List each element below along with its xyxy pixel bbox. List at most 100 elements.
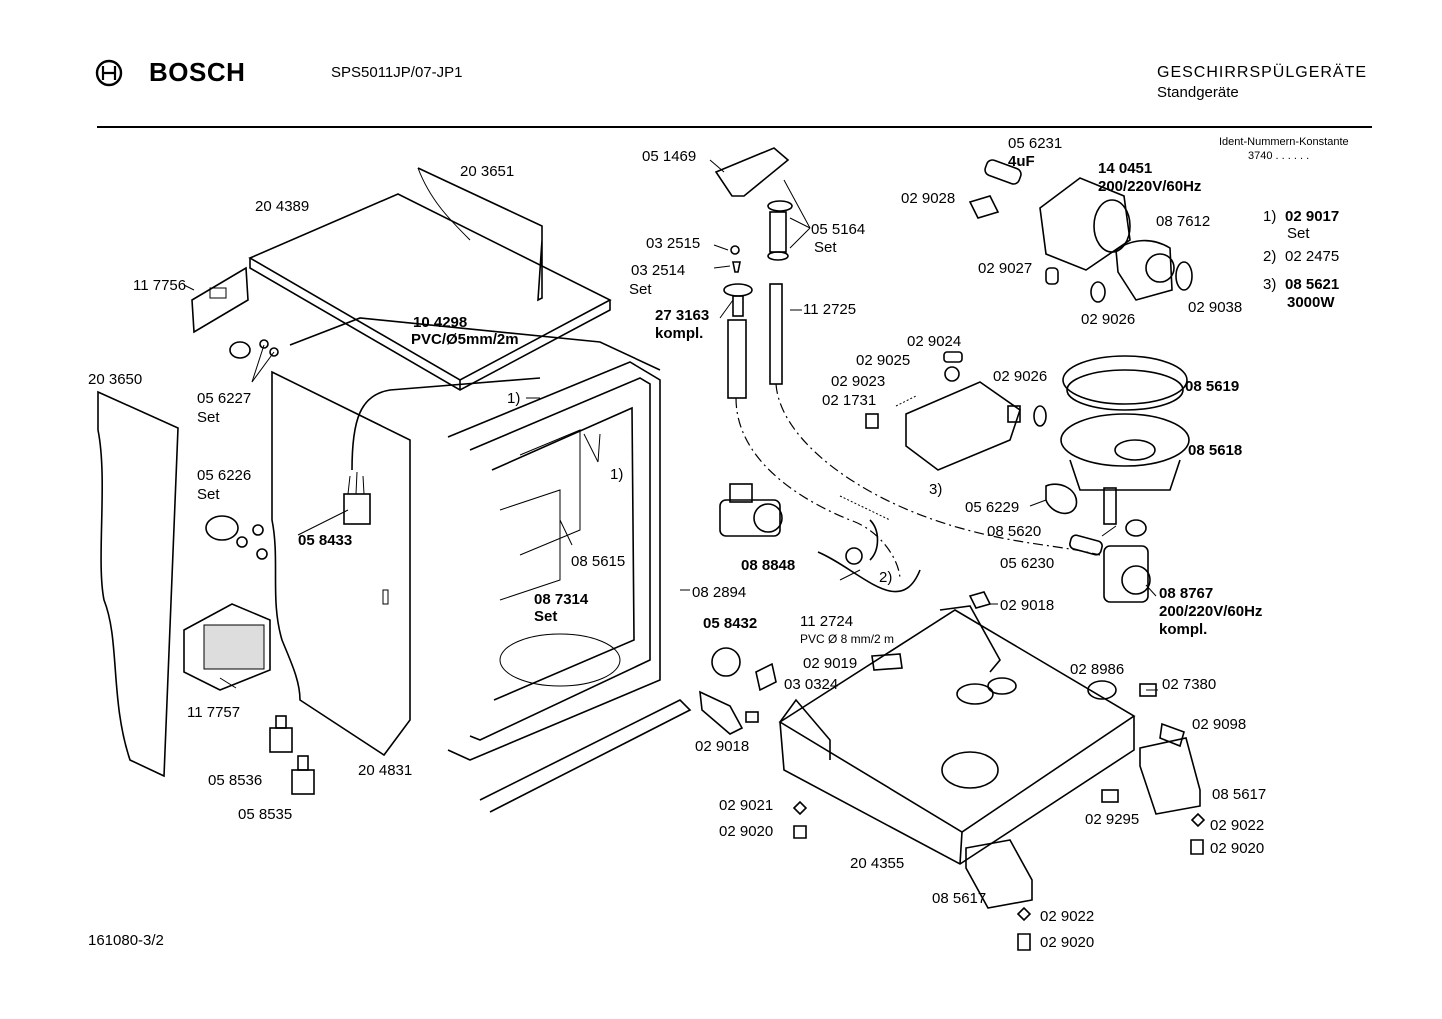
part-label: 05 5164: [811, 221, 866, 238]
category-title: GESCHIRRSPÜLGERÄTE: [1157, 64, 1368, 81]
part-label: 20 4355: [850, 855, 905, 872]
footnote-part: 02 9017: [1285, 208, 1340, 225]
part-label: 02 9018: [1000, 597, 1055, 614]
part-label: kompl.: [655, 325, 704, 342]
part-label: 08 5620: [987, 523, 1042, 540]
part-label: 1): [610, 466, 624, 483]
inlet-parts: [714, 147, 793, 399]
part-label: Set: [629, 281, 652, 298]
ident-value: 3740 . . . . . .: [1248, 150, 1310, 162]
part-label: 11 2724: [800, 613, 854, 630]
part-label: 14 0451: [1098, 160, 1153, 177]
bosch-logo-icon: [94, 58, 124, 93]
part-label: 05 8433: [298, 532, 353, 549]
part-label: Set: [197, 486, 220, 503]
part-label: 02 9295: [1085, 811, 1140, 828]
part-label: 05 6231: [1008, 135, 1063, 152]
part-label: 05 8432: [703, 615, 758, 632]
hinge-bracket-part: [191, 266, 249, 334]
footnote-mark: 2): [1263, 248, 1277, 265]
part-label: 11 2725: [803, 301, 857, 318]
part-label: 08 8848: [741, 557, 796, 574]
part-label: 200/220V/60Hz: [1098, 178, 1202, 195]
part-label: Set: [534, 608, 558, 625]
part-label: 02 9027: [978, 260, 1033, 277]
part-label: 02 9018: [695, 738, 750, 755]
pump-part: [865, 351, 1151, 603]
part-label: 02 9028: [901, 190, 956, 207]
part-label: 02 9022: [1210, 817, 1265, 834]
part-label: 08 8767: [1159, 585, 1214, 602]
part-label: 02 1731: [822, 392, 877, 409]
model-number: SPS5011JP/07-JP1: [331, 64, 463, 81]
part-label: 02 9024: [907, 333, 962, 350]
hose-part: [351, 377, 541, 471]
part-label: 05 8536: [208, 772, 263, 789]
insulation-block-part: [183, 603, 271, 691]
tub-frame-part: [289, 317, 692, 813]
part-label: 08 2894: [692, 584, 747, 601]
part-label: 02 7380: [1162, 676, 1217, 693]
capacitor-part: [343, 471, 371, 525]
part-label: 200/220V/60Hz: [1159, 603, 1263, 620]
part-label: 08 5618: [1188, 442, 1243, 459]
part-label: 20 3650: [88, 371, 143, 388]
footnote-note: Set: [1287, 225, 1310, 242]
part-label: 08 7314: [534, 591, 589, 608]
hose-route-line: [735, 397, 901, 581]
part-label: 05 6226: [197, 467, 252, 484]
part-label: 02 9098: [1192, 716, 1247, 733]
part-label: 03 2514: [631, 262, 686, 279]
part-label: 08 7612: [1156, 213, 1211, 230]
drain-hose-part: [817, 495, 921, 593]
footnote-note: 3000W: [1287, 294, 1335, 311]
sump-small-parts: [699, 647, 777, 735]
base-tray-part: [778, 605, 1136, 865]
part-label: 11 7756: [133, 277, 187, 294]
part-label: 02 9023: [831, 373, 886, 390]
part-label: 27 3163: [655, 307, 710, 324]
part-label: Set: [814, 239, 837, 256]
part-label: 08 5619: [1185, 378, 1240, 395]
ident-title: Ident-Nummern-Konstante: [1219, 136, 1349, 148]
part-label: 20 4389: [255, 198, 310, 215]
part-label: 2): [879, 569, 893, 586]
part-label: 02 8986: [1070, 661, 1125, 678]
part-label: 3): [929, 481, 943, 498]
category-subtitle: Standgeräte: [1157, 84, 1239, 101]
part-label: 02 9025: [856, 352, 911, 369]
part-label: 02 9026: [993, 368, 1048, 385]
part-label: 05 8535: [238, 806, 293, 823]
part-label: 1): [507, 390, 521, 407]
clamp-part: [205, 339, 279, 560]
part-label: 20 4831: [358, 762, 413, 779]
drawing-number: 161080-3/2: [88, 932, 164, 949]
part-label: 02 9026: [1081, 311, 1136, 328]
part-label: 4uF: [1008, 153, 1035, 170]
part-label: 02 9020: [1210, 840, 1265, 857]
footnote-mark: 3): [1263, 276, 1277, 293]
motor-part: [968, 159, 1193, 303]
side-panel-right-part: [271, 370, 411, 757]
brand-name: BOSCH: [149, 57, 246, 87]
footnote-part: 08 5621: [1285, 276, 1340, 293]
top-cover-part: [248, 193, 612, 391]
part-label: Set: [197, 409, 220, 426]
part-label: 10 4298: [413, 314, 468, 331]
part-label: 02 9038: [1188, 299, 1243, 316]
part-label: 05 6230: [1000, 555, 1055, 572]
hose-route-line: [775, 383, 1101, 556]
part-label: PVC/Ø5mm/2m: [411, 331, 519, 348]
rear-panel-part: [417, 167, 543, 302]
part-label: 02 9020: [719, 823, 774, 840]
footnote-part: 02 2475: [1285, 248, 1340, 265]
part-label: 08 5617: [932, 890, 987, 907]
side-panel-left-part: [97, 390, 179, 778]
heater-housing-part: [1060, 355, 1190, 537]
part-label: 05 6227: [197, 390, 252, 407]
part-label: 03 2515: [646, 235, 701, 252]
valve-part: [719, 483, 783, 537]
part-label: 02 9021: [719, 797, 774, 814]
footnote-mark: 1): [1263, 208, 1277, 225]
